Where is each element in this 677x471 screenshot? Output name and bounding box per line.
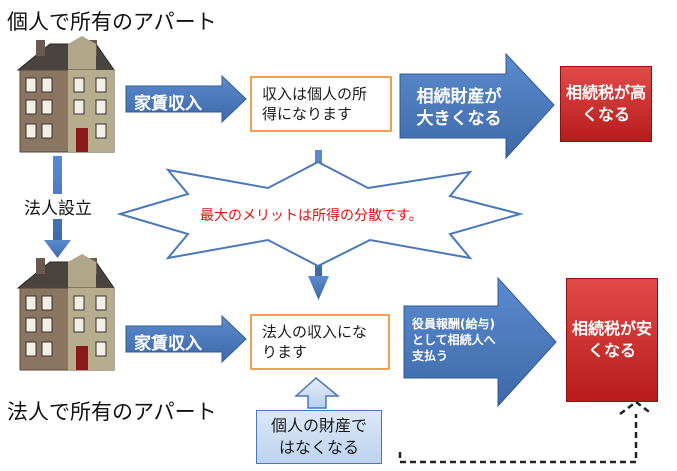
- rent-label-bottom: 家賃収入: [134, 334, 202, 354]
- not-personal-box: 個人の財産ではなくなる: [256, 410, 382, 464]
- salary-arrow-label: 役員報酬(給与)として相続人へ支払う: [412, 317, 496, 363]
- house-icon-bottom: [17, 253, 115, 371]
- income-box-bottom: 法人の収入になります: [250, 314, 390, 370]
- merit-starburst: [116, 160, 524, 268]
- income-box-top: 収入は個人の所得になります: [250, 76, 392, 132]
- rent-arrow-top: [125, 74, 247, 124]
- tax-high-box: 相続税が高くなる: [560, 66, 652, 142]
- salary-arrow: [403, 276, 557, 408]
- estate-arrow-label: 相続財産が大きくなる: [416, 87, 502, 129]
- house-icon-top: [17, 35, 115, 153]
- incorporate-label: 法人設立: [24, 194, 92, 219]
- tax-low-box: 相続税が安くなる: [566, 278, 658, 402]
- rent-label-top: 家賃収入: [134, 94, 202, 114]
- title-top: 個人で所有のアパート: [7, 10, 217, 34]
- rent-arrow-bottom: [125, 314, 247, 364]
- up-arrow: [294, 377, 341, 409]
- title-bottom: 法人で所有のアパート: [7, 400, 217, 424]
- estate-arrow: [399, 52, 555, 160]
- merit-text: 最大のメリットは所得の分散です。: [200, 208, 423, 224]
- dashed-connector-arrow: [398, 400, 653, 464]
